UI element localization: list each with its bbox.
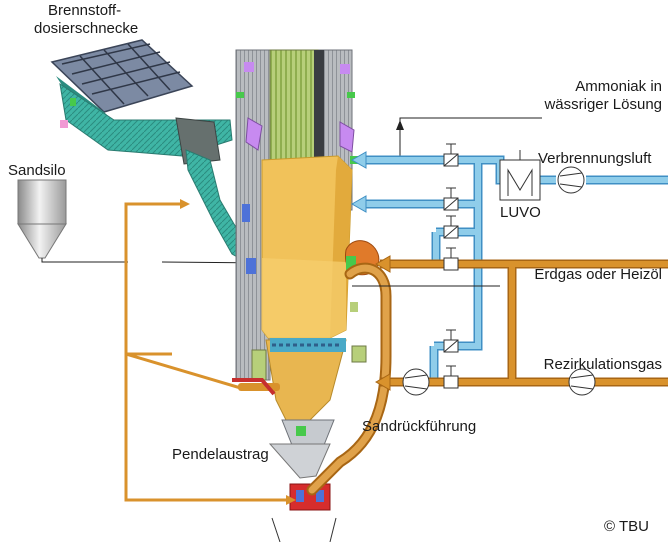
ammonia-label-line2: wässriger Lösung: [544, 96, 662, 113]
sand-silo: [17, 179, 263, 264]
luvo-box: [499, 159, 541, 201]
fuel-screw-label-line1: Brennstoff-: [48, 2, 122, 19]
copyright-label: © TBU: [604, 518, 649, 535]
combustion-air-fan: [557, 166, 585, 194]
fuel-screw-label-line2: dosierschnecke: [34, 20, 139, 37]
fuel-dosing-screw: [50, 39, 249, 263]
recirculation-gas-label: Rezirkulationsgas: [543, 356, 662, 373]
gas-oil-label: Erdgas oder Heizöl: [534, 266, 662, 283]
pendulum-discharge-label: Pendelaustrag: [172, 446, 269, 463]
sand-recirculation-loop: [124, 199, 296, 505]
fluidized-bed-boiler: [232, 49, 380, 542]
ammonia-label-line1: Ammoniak in: [575, 78, 662, 95]
sand-silo-label: Sandsilo: [8, 162, 66, 179]
sand-return-pipe: [306, 262, 392, 496]
sand-return-label: Sandrückführung: [362, 418, 477, 435]
gas-lines: [352, 255, 668, 396]
luvo-label: LUVO: [500, 204, 541, 221]
combustion-air-label: Verbrennungsluft: [538, 150, 652, 167]
